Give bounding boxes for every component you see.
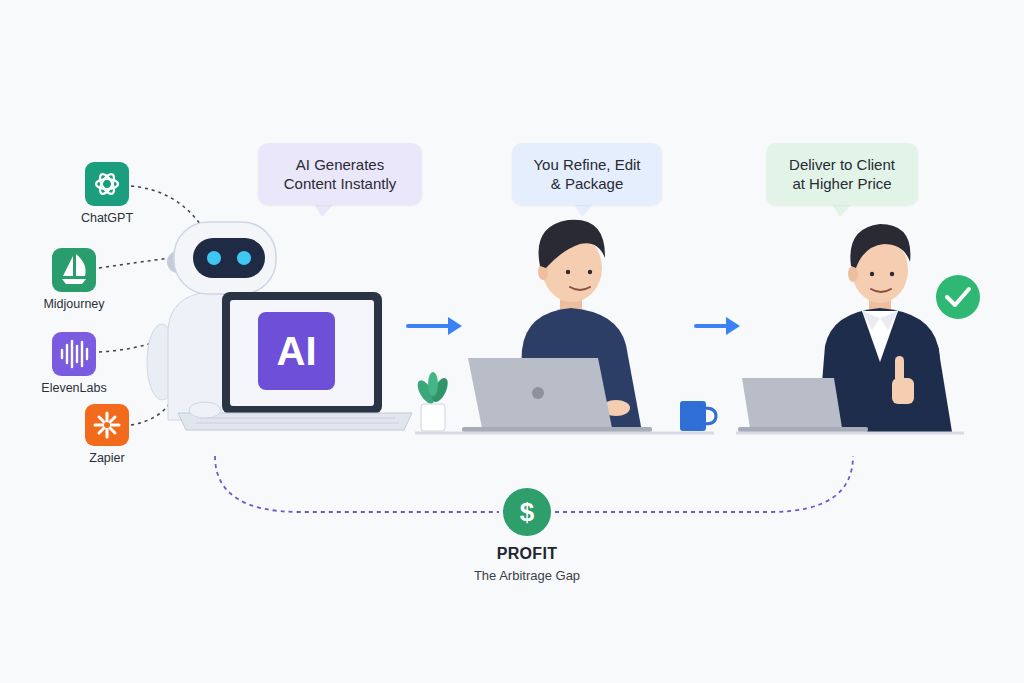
tool-label: Zapier [89, 451, 124, 465]
freelancer-laptop [462, 358, 652, 432]
desk [736, 432, 964, 435]
speech-bubble: AI Generates Content Instantly [258, 143, 422, 205]
profit-label: PROFIT [497, 545, 557, 563]
businessman-figure [818, 224, 952, 432]
tool-label: ElevenLabs [41, 381, 106, 395]
robot-laptop [178, 292, 412, 430]
zapier-icon [85, 404, 129, 446]
mug [680, 401, 716, 431]
bubble-tails [314, 204, 852, 217]
check-badge [936, 275, 980, 319]
midjourney-icon [52, 248, 96, 292]
gap-label: The Arbitrage Gap [474, 568, 580, 583]
tool-label: Midjourney [43, 297, 104, 311]
node-text: $ [520, 497, 534, 528]
dollar-circle: $ [503, 488, 551, 536]
businessman-laptop [738, 378, 868, 432]
node-text: You Refine, Edit & Package [530, 155, 644, 193]
speech-bubble: You Refine, Edit & Package [512, 143, 662, 205]
node-text: AI [277, 329, 317, 374]
node-text: AI Generates Content Instantly [274, 155, 406, 193]
desk [415, 432, 714, 435]
ai-screen: AI [258, 312, 335, 390]
node-text: Deliver to Client at Higher Price [784, 155, 900, 193]
tool-label: ChatGPT [81, 211, 133, 225]
elevenlabs-icon [52, 332, 96, 376]
plant [414, 372, 451, 431]
chatgpt-icon [85, 162, 129, 206]
speech-bubble: Deliver to Client at Higher Price [766, 143, 918, 205]
